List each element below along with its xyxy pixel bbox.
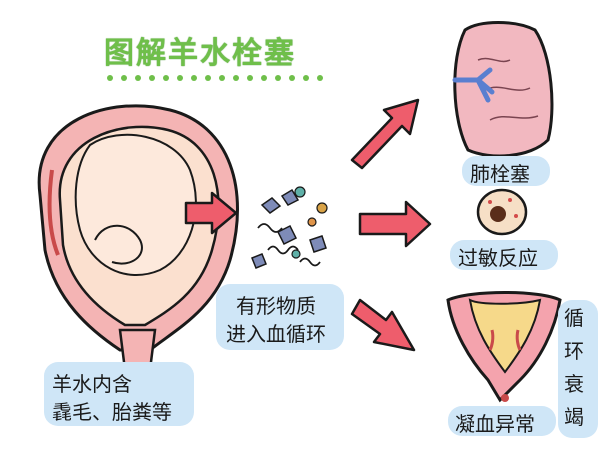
source-label-box [44,362,194,426]
source-label-line1: 羊水内含 [52,372,132,396]
flow-arrows [184,98,432,352]
particles-illustration [251,186,328,269]
outcome1-label-box [462,156,550,186]
outcome4-char-1: 循 [564,306,584,330]
arrow-to-allergy [358,200,432,248]
uterus-section-illustration [446,291,562,403]
title-underline [107,75,323,81]
lung-illustration [452,21,554,158]
middle-label-box [216,284,344,350]
outcome2-label: 过敏反应 [458,246,538,270]
middle-label-line2: 进入血循环 [226,322,326,346]
outcome4-char-2: 环 [564,339,584,363]
outcome4-char-4: 竭 [564,405,584,429]
outcome1-label: 肺栓塞 [470,162,530,186]
arrow-to-coagulation [350,298,416,352]
uterus-fetus-illustration [37,104,239,372]
outcome4-label-box [558,300,598,438]
outcome3-label: 凝血异常 [455,412,535,436]
arrow-to-lung [350,98,420,170]
source-label-line2: 毳毛、胎粪等 [52,400,172,424]
outcome2-label-box [450,240,558,270]
arrow-to-middle [184,191,238,235]
outcome4-char-3: 衰 [564,372,584,396]
middle-label-line1: 有形物质 [236,294,316,318]
cell-illustration [476,188,528,236]
outcome3-label-box [448,406,556,436]
diagram-title: 图解羊水栓塞 [104,36,296,71]
